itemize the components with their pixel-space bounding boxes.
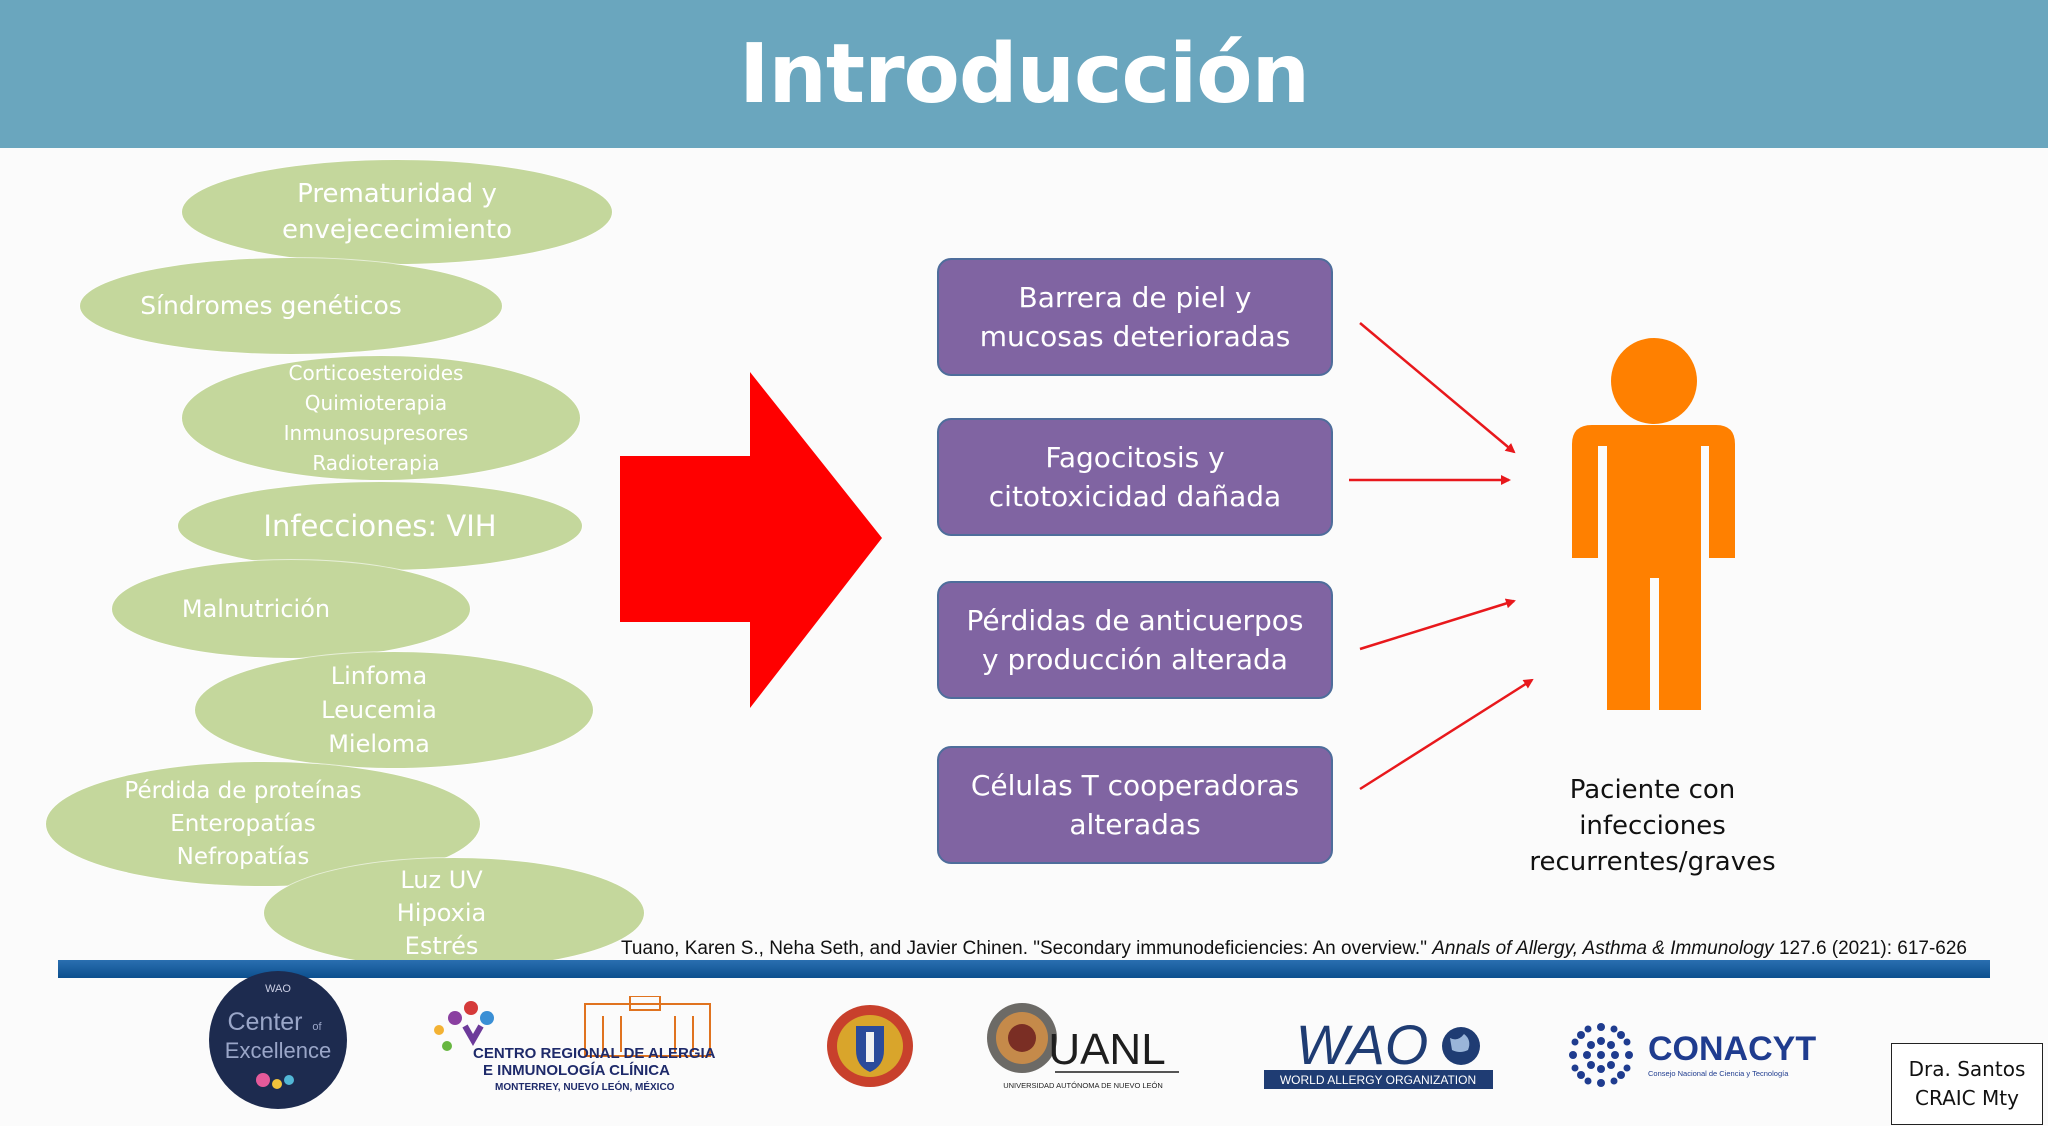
author-signature-box: Dra. Santos CRAIC Mty <box>1891 1043 2043 1125</box>
university-shield-logo <box>827 1005 913 1087</box>
arrow-antibodies <box>1359 598 1516 651</box>
patient-label: Paciente con infecciones recurrentes/gra… <box>1480 772 1825 880</box>
conacyt-name: CONACYT <box>1648 1030 1816 1068</box>
cause-text: Enteropatías <box>170 810 316 837</box>
effect-box-antibodies: Pérdidas de anticuerpos y producción alt… <box>937 581 1333 699</box>
conacyt-logo: CONACYT Consejo Nacional de Ciencia y Te… <box>1569 1023 1816 1087</box>
cause-ellipse-cancer: Linfoma Leucemia Mieloma <box>195 652 593 768</box>
citation: Tuano, Karen S., Neha Seth, and Javier C… <box>577 938 1967 960</box>
wao-logo: WAO WORLD ALLERGY ORGANIZATION <box>1264 1020 1493 1089</box>
signature-affiliation: CRAIC Mty <box>1915 1086 2019 1110</box>
effect-text: Fagocitosis y <box>1045 441 1225 474</box>
cause-text: Infecciones: VIH <box>263 509 497 543</box>
patient-label-line: infecciones <box>1579 811 1726 841</box>
effect-text: alteradas <box>1069 808 1201 841</box>
cause-text: Prematuridad y <box>297 179 497 209</box>
craic-line3: MONTERREY, NUEVO LEÓN, MÉXICO <box>495 1080 675 1093</box>
uanl-name: UANL <box>1048 1025 1165 1074</box>
cause-text: envejececimiento <box>281 215 512 245</box>
craic-line2: E INMUNOLOGÍA CLÍNICA <box>483 1062 670 1079</box>
cause-text: Corticoesteroides <box>288 361 464 385</box>
effect-box-barrier: Barrera de piel y mucosas deterioradas <box>937 258 1333 376</box>
coe-excellence-text: Excellence <box>225 1038 331 1063</box>
craic-line1: CENTRO REGIONAL DE ALERGIA <box>473 1045 716 1062</box>
cause-text: Hipoxia <box>396 898 487 927</box>
cause-text: Inmunosupresores <box>283 421 469 445</box>
citation-details: 127.6 (2021): 617-626 <box>1773 938 1967 959</box>
cause-ellipse-environment: Luz UV Hipoxia Estrés <box>264 858 644 968</box>
patient-label-line: Paciente con <box>1569 775 1736 805</box>
patient-label-line: recurrentes/graves <box>1529 847 1776 877</box>
effect-text: Barrera de piel y <box>1018 281 1252 314</box>
cause-text: Leucemia <box>321 696 437 724</box>
cause-text: Pérdida de proteínas <box>124 777 362 804</box>
page-title: Introducción <box>739 26 1310 122</box>
wao-sub: WORLD ALLERGY ORGANIZATION <box>1280 1073 1476 1087</box>
patient-person-icon <box>1572 338 1735 710</box>
cause-text: Nefropatías <box>176 843 310 870</box>
cause-text: Síndromes genéticos <box>140 291 402 320</box>
signature-name: Dra. Santos <box>1908 1057 2026 1081</box>
effect-box-t-cells: Células T cooperadoras alteradas <box>937 746 1333 864</box>
cause-ellipse-protein-loss: Pérdida de proteínas Enteropatías Nefrop… <box>46 762 480 886</box>
coe-of-text: of <box>312 1021 322 1033</box>
effect-text: Células T cooperadoras <box>970 769 1300 802</box>
center-of-excellence-logo: WAO Center of Excellence <box>209 971 347 1109</box>
cause-text: Linfoma <box>330 662 428 690</box>
coe-center-text: Center <box>227 1008 302 1036</box>
cause-text: Malnutrición <box>181 595 331 623</box>
craic-logo: CENTRO REGIONAL DE ALERGIA E INMUNOLOGÍA… <box>434 996 716 1093</box>
cause-ellipse-hiv: Infecciones: VIH <box>178 482 582 570</box>
title-banner: Introducción <box>0 0 2048 148</box>
cause-text: Luz UV <box>400 865 483 894</box>
cause-text: Mieloma <box>328 730 430 758</box>
citation-authors: Tuano, Karen S., Neha Seth, and Javier C… <box>621 938 1433 959</box>
effect-text: citotoxicidad dañada <box>988 480 1282 513</box>
effect-text: y producción alterada <box>982 643 1288 676</box>
cause-text: Quimioterapia <box>304 391 448 415</box>
uanl-logo: UANL UNIVERSIDAD AUTÓNOMA DE NUEVO LEÓN <box>987 1003 1179 1090</box>
effect-box-phagocytosis: Fagocitosis y citotoxicidad dañada <box>937 418 1333 536</box>
wao-name: WAO <box>1296 1020 1429 1076</box>
effect-text: Pérdidas de anticuerpos <box>966 604 1304 637</box>
cause-ellipse-genetic: Síndromes genéticos <box>80 258 502 354</box>
effect-text: mucosas deterioradas <box>979 320 1291 353</box>
citation-journal: Annals of Allergy, Asthma & Immunology <box>1432 938 1774 959</box>
cause-ellipse-prematurity: Prematuridad y envejececimiento <box>182 160 612 264</box>
conacyt-sub: Consejo Nacional de Ciencia y Tecnología <box>1648 1069 1789 1078</box>
footer-band <box>58 960 1990 978</box>
uanl-sub: UNIVERSIDAD AUTÓNOMA DE NUEVO LEÓN <box>1003 1081 1163 1090</box>
arrow-barrier <box>1359 322 1516 454</box>
cause-text: Radioterapia <box>312 451 440 475</box>
cause-ellipse-drugs: Corticoesteroides Quimioterapia Inmunosu… <box>182 356 580 480</box>
cause-text: Estrés <box>404 931 479 960</box>
arrow-t-cells <box>1359 678 1534 791</box>
coe-wao-text: WAO <box>265 983 291 995</box>
cause-ellipse-malnutrition: Malnutrición <box>112 560 470 658</box>
big-arrow-shape <box>620 372 882 708</box>
